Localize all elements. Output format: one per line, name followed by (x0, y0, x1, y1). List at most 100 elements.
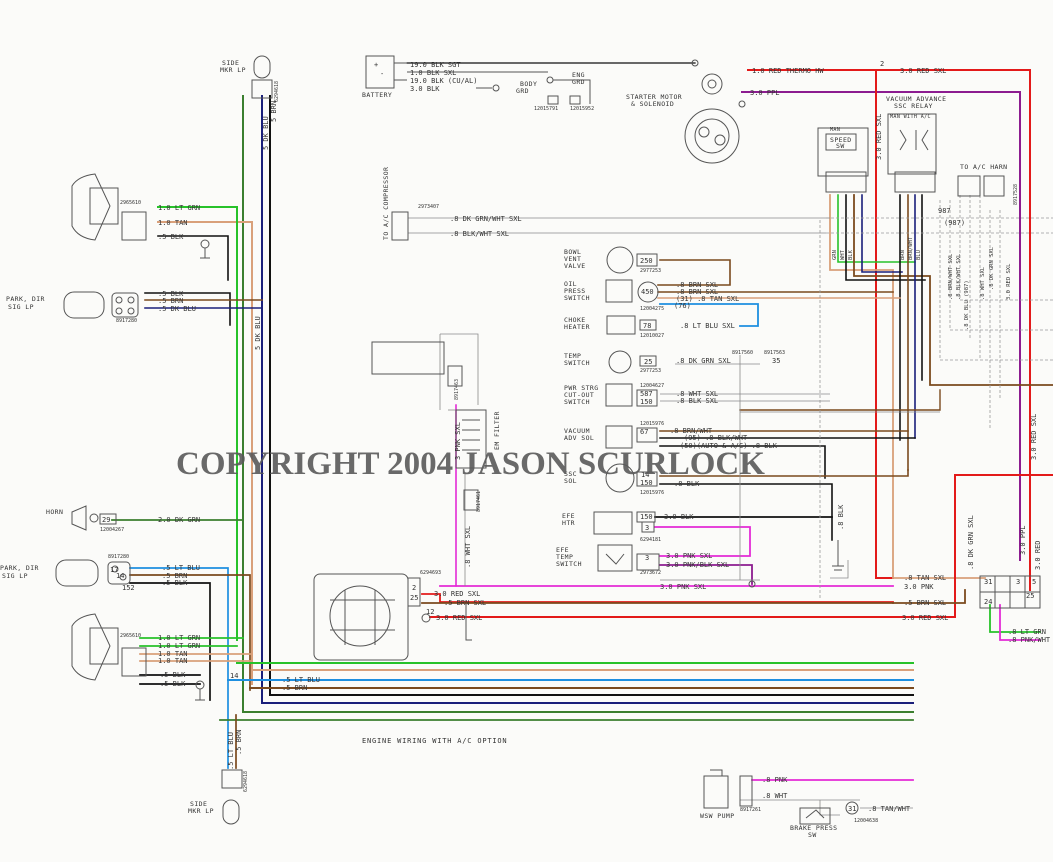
wire-ltblu-bot (129, 567, 229, 769)
wire-green-left (157, 206, 238, 641)
svg-text:(95) .8 BLK/WHT: (95) .8 BLK/WHT (684, 434, 748, 442)
svg-text:ENG: ENG (572, 71, 585, 79)
svg-text:12004275: 12004275 (640, 306, 664, 312)
svg-text:3.0 RED SXL: 3.0 RED SXL (875, 114, 883, 160)
gray-wiring (408, 195, 1053, 816)
svg-text:.8 BRN/WHT: .8 BRN/WHT (670, 427, 713, 435)
svg-text:EM FILTER: EM FILTER (493, 411, 501, 450)
wire-choke-blu (659, 303, 759, 327)
svg-text:12004638: 12004638 (854, 818, 878, 824)
svg-text:.8 DK GRN SXL: .8 DK GRN SXL (676, 357, 731, 365)
wire-tan-relay (829, 194, 986, 579)
svg-text:3.0 PNK SXL: 3.0 PNK SXL (660, 583, 706, 591)
svg-text:(31) .8 TAN SXL: (31) .8 TAN SXL (676, 295, 739, 303)
svg-text:TO A/C COMPRESSOR: TO A/C COMPRESSOR (382, 167, 390, 240)
svg-text:.5 BLK: .5 BLK (158, 233, 184, 241)
svg-text:CHOKE: CHOKE (564, 316, 586, 324)
svg-text:25: 25 (1026, 592, 1034, 600)
battery-label: BATTERY (362, 91, 392, 99)
svg-text:PARK, DIR: PARK, DIR (6, 295, 45, 303)
svg-text:SSC RELAY: SSC RELAY (894, 102, 933, 110)
svg-text:6294693: 6294693 (420, 570, 441, 576)
svg-text:.5 BRN: .5 BRN (282, 684, 307, 692)
svg-text:14: 14 (230, 672, 238, 680)
wire-vac-blk (659, 445, 826, 479)
wire-brn-bot (129, 574, 251, 691)
svg-text:19.0 BLK SGT: 19.0 BLK SGT (410, 61, 461, 69)
diagram-caption: ENGINE WIRING WITH A/C OPTION (362, 737, 507, 745)
svg-text:VACUUM: VACUUM (564, 427, 590, 435)
svg-text:.8 DK GRN SXL: .8 DK GRN SXL (967, 515, 975, 570)
wire-efe-pnkblk (659, 564, 753, 585)
svg-text:.5 BLK: .5 BLK (160, 680, 186, 688)
svg-text:3.0 RED SXL: 3.0 RED SXL (900, 67, 946, 75)
svg-text:BLK: BLK (848, 249, 854, 260)
ground-icon (195, 71, 844, 701)
wire-black-left (242, 95, 914, 713)
svg-text:8917261: 8917261 (740, 807, 761, 813)
svg-text:2977253: 2977253 (640, 368, 661, 374)
svg-text:2965610: 2965610 (120, 633, 141, 639)
svg-text:987: 987 (938, 207, 951, 215)
svg-text:.5 BLK: .5 BLK (162, 579, 188, 587)
svg-text:.8 WHT: .8 WHT (762, 792, 788, 800)
svg-text:587: 587 (640, 390, 653, 398)
svg-text:BODY: BODY (520, 80, 537, 88)
lamp-icon (55, 291, 139, 587)
svg-text:3: 3 (645, 524, 649, 532)
svg-text:.8 PNK/WHT: .8 PNK/WHT (1008, 636, 1051, 644)
filter-icon (371, 341, 487, 511)
svg-text:25: 25 (410, 594, 418, 602)
svg-text:CUT-OUT: CUT-OUT (564, 391, 594, 399)
wire-right-pnkwht (999, 604, 1041, 641)
svg-text:.8 BRN SXL: .8 BRN SXL (676, 288, 718, 296)
svg-text:.5 BLK: .5 BLK (158, 290, 184, 298)
svg-text:.8 BLK: .8 BLK (674, 480, 700, 488)
wire-right-brn (892, 589, 966, 604)
svg-text:5: 5 (1032, 578, 1036, 586)
horn-icon (71, 505, 117, 531)
pump-icon (703, 769, 859, 825)
svg-text:1.0 LT GRN: 1.0 LT GRN (158, 204, 200, 212)
battery-icon: + - (365, 55, 407, 89)
svg-text:VENT: VENT (564, 255, 581, 263)
svg-text:2973672: 2973672 (640, 570, 661, 576)
svg-text:MKR LP: MKR LP (220, 66, 246, 74)
svg-text:.5 LT BLU: .5 LT BLU (227, 732, 235, 770)
wire-black-park (144, 292, 231, 326)
svg-text:BOWL: BOWL (564, 248, 581, 256)
svg-text:.8 DK GRN/WHT SXL: .8 DK GRN/WHT SXL (450, 215, 522, 223)
wire-red-vert (875, 69, 894, 579)
svg-text:(76): (76) (674, 302, 691, 310)
ground-icon (465, 580, 756, 641)
svg-text:SSC: SSC (564, 470, 577, 478)
svg-text:SOL: SOL (564, 477, 577, 485)
svg-text:MAN WITH A/C: MAN WITH A/C (890, 114, 931, 120)
svg-text:.8 BRN/WHT SXL: .8 BRN/WHT SXL (948, 253, 954, 300)
svg-text:.8 WHT SXL: .8 WHT SXL (464, 526, 472, 568)
svg-text:VACUUM ADVANCE: VACUUM ADVANCE (886, 95, 946, 103)
svg-text:1.0 RED THERMO HW: 1.0 RED THERMO HW (752, 67, 824, 75)
svg-text:8917528: 8917528 (1013, 184, 1019, 205)
wire-brn-mid (739, 389, 941, 411)
svg-text:.5 LT BLU: .5 LT BLU (282, 676, 320, 684)
svg-text:6294181: 6294181 (640, 537, 661, 543)
part-number-labels: 2965610 2965610 8917280 8917280 6294618 … (100, 81, 1019, 824)
svg-text:GRN: GRN (832, 250, 838, 260)
lamp-icon (221, 55, 273, 825)
svg-text:.5 BLK: .5 BLK (160, 671, 186, 679)
svg-text:3.0 RED SXL: 3.0 RED SXL (902, 614, 948, 622)
svg-text:250: 250 (640, 257, 653, 265)
svg-text:12015791: 12015791 (534, 106, 558, 112)
svg-text:SWITCH: SWITCH (564, 398, 590, 406)
svg-text:150: 150 (640, 398, 653, 406)
svg-text:.8 DK BLU (987): .8 DK BLU (987) (964, 280, 970, 330)
svg-text:2: 2 (412, 584, 416, 592)
wire-ssc-blk (659, 483, 833, 541)
svg-text:MAN: MAN (830, 127, 840, 133)
svg-text:17: 17 (110, 566, 118, 574)
svg-text:78: 78 (643, 322, 651, 330)
svg-text:-: - (380, 70, 384, 78)
svg-text:2965610: 2965610 (120, 200, 141, 206)
svg-text:.8 BLK SXL: .8 BLK SXL (676, 397, 718, 405)
